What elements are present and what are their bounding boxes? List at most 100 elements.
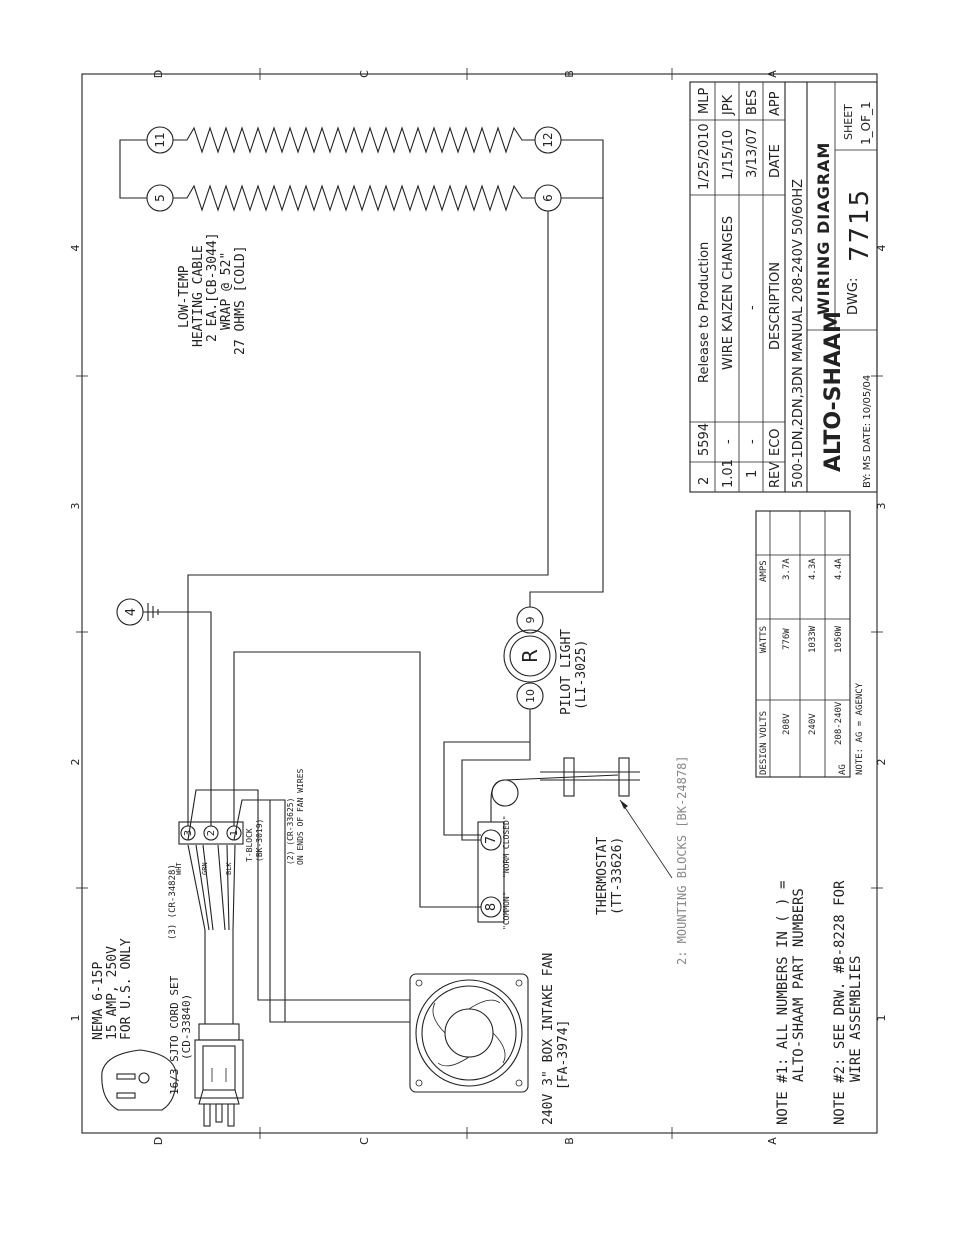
app-cell: MLP bbox=[697, 88, 712, 114]
power-cord-plug bbox=[187, 844, 244, 1127]
ratings-header-watts: WATTS bbox=[759, 626, 769, 653]
ratings-ag-label: AG bbox=[838, 764, 848, 775]
heater-label: WRAP @ 52" bbox=[219, 252, 234, 330]
zone-letter: B bbox=[563, 1137, 576, 1145]
zone-letter: B bbox=[563, 70, 576, 78]
cord-label: (CD-33840) bbox=[180, 994, 193, 1060]
header-rev: REV bbox=[768, 462, 783, 488]
tblock-terminal-1: 1 bbox=[229, 830, 240, 836]
thermostat-label: THERMOSTAT bbox=[595, 837, 610, 915]
pilot-terminal-9: 9 bbox=[524, 617, 537, 624]
wire-color-blk: BLK bbox=[225, 862, 233, 875]
ratings-cell: 240V bbox=[808, 713, 818, 735]
header-app: APP bbox=[768, 91, 783, 116]
thermostat-terminal-7: 7 bbox=[484, 836, 499, 844]
date-cell: 3/13/07 bbox=[745, 128, 760, 178]
wiring bbox=[160, 139, 604, 1023]
nema-plug-face bbox=[101, 1049, 177, 1111]
zone-letter: C bbox=[358, 70, 371, 78]
zone-number: 2 bbox=[875, 759, 888, 766]
pilot-light bbox=[503, 606, 557, 710]
sheet-number: 1_OF_1 bbox=[859, 101, 873, 145]
ratings-cell: 1033W bbox=[808, 625, 818, 653]
plug-label: 15 AMP, 250V bbox=[105, 946, 120, 1040]
zone-letter: C bbox=[358, 1137, 371, 1145]
model-line: 500-1DN,2DN,3DN MANUAL 208-240V 50/60HZ bbox=[791, 179, 806, 488]
heater-label: HEATING CABLE bbox=[191, 245, 206, 347]
ground-terminal-4: 4 bbox=[124, 608, 139, 616]
eco-cell: 5594 bbox=[697, 423, 712, 456]
app-cell: BES bbox=[745, 90, 760, 115]
heater-label: LOW-TEMP bbox=[177, 265, 192, 328]
ground-terminal bbox=[116, 598, 160, 626]
heater-terminal-5: 5 bbox=[153, 194, 167, 202]
brand-logo: ALTO-SHAAM bbox=[821, 311, 846, 472]
title-block bbox=[689, 81, 878, 493]
intake-fan bbox=[409, 973, 529, 1093]
thermostat-nc-label: "NORM CLOSED" bbox=[502, 815, 511, 878]
heating-cable bbox=[119, 126, 562, 212]
desc-cell: Release to Production bbox=[697, 242, 712, 383]
fan-wires-label: (2) (CR-33625) bbox=[286, 798, 295, 865]
fan-wires-label: ON ENDS OF FAN WIRES bbox=[296, 768, 305, 865]
rev-cell: 2 bbox=[697, 477, 712, 485]
thermostat-terminal-8: 8 bbox=[484, 903, 499, 911]
ratings-table bbox=[755, 510, 851, 778]
cord-label: 16/3 SJTO CORD SET bbox=[168, 975, 181, 1095]
zone-number: 1 bbox=[69, 1015, 82, 1022]
desc-cell: WIRE KAIZEN CHANGES bbox=[721, 216, 736, 370]
zone-number: 4 bbox=[875, 245, 888, 252]
ratings-design-label: DESIGN bbox=[759, 742, 769, 775]
rev-cell: 1.01 bbox=[721, 459, 736, 488]
rev-cell: 1 bbox=[745, 470, 760, 478]
ratings-cell: 4.4A bbox=[834, 558, 844, 580]
tblock-terminal-3: 3 bbox=[183, 830, 194, 836]
eco-cell: - bbox=[721, 439, 736, 444]
thermostat bbox=[477, 757, 640, 923]
heater-terminal-6: 6 bbox=[541, 194, 555, 202]
mounting-leader bbox=[619, 799, 673, 879]
zone-letter: D bbox=[152, 70, 165, 78]
drawing-number: 7715 bbox=[845, 188, 875, 262]
pilot-light-label: PILOT LIGHT bbox=[559, 629, 574, 715]
eco-cell: - bbox=[745, 439, 760, 444]
zone-letter: A bbox=[766, 70, 779, 78]
zone-letter: A bbox=[766, 1137, 779, 1145]
zone-number: 3 bbox=[875, 503, 888, 510]
mounting-blocks-label: 2: MOUNTING BLOCKS [BK-24878] bbox=[675, 755, 689, 965]
pilot-light-label: (LI-3025) bbox=[574, 640, 589, 710]
zone-number: 3 bbox=[69, 503, 82, 510]
note-2-line-1: NOTE #2: SEE DRW. #B-8228 FOR bbox=[832, 880, 848, 1125]
zone-ticks bbox=[76, 68, 883, 1139]
tblock-label: T-BLOCK bbox=[245, 828, 254, 862]
heater-label: 27 OHMS [COLD] bbox=[233, 245, 248, 355]
desc-cell: - bbox=[745, 305, 760, 310]
app-cell: JPK bbox=[721, 94, 736, 116]
ratings-cell: 208V bbox=[782, 713, 792, 735]
thermostat-common-label: "COMMON" bbox=[502, 891, 511, 930]
plug-label: FOR U.S. ONLY bbox=[119, 938, 134, 1040]
heater-terminal-11: 11 bbox=[153, 132, 167, 147]
ratings-note: NOTE: AG = AGENCY bbox=[855, 682, 865, 775]
ratings-header-amps: AMPS bbox=[759, 560, 769, 582]
pilot-light-r: R bbox=[518, 649, 542, 663]
cord-connectors-label: (3) (CR-34828) bbox=[168, 864, 178, 940]
fan-label: 240V 3" BOX INTAKE FAN bbox=[541, 953, 556, 1125]
ratings-cell: 3.7A bbox=[782, 558, 792, 580]
drawing-title: WIRING DIAGRAM bbox=[814, 142, 833, 315]
tblock-label: (BK-3019) bbox=[255, 819, 264, 862]
zone-letter: D bbox=[152, 1137, 165, 1145]
date-cell: 1/15/10 bbox=[721, 130, 736, 180]
dwg-label: DWG: bbox=[846, 278, 861, 315]
plug-label: NEMA 6-15P bbox=[91, 962, 106, 1040]
wire-color-grn: GRN bbox=[201, 862, 209, 875]
wire-color-wht: WHT bbox=[175, 862, 183, 875]
ratings-cell: 4.3A bbox=[808, 558, 818, 580]
header-eco: ECO bbox=[768, 428, 783, 456]
tblock-terminal-2: 2 bbox=[206, 830, 217, 836]
ratings-cell: 1050W bbox=[834, 625, 844, 653]
fan-label: [FA-3974] bbox=[556, 1020, 571, 1090]
zone-number: 2 bbox=[69, 759, 82, 766]
note-1-line-2: ALTO-SHAAM PART NUMBERS bbox=[791, 888, 807, 1082]
